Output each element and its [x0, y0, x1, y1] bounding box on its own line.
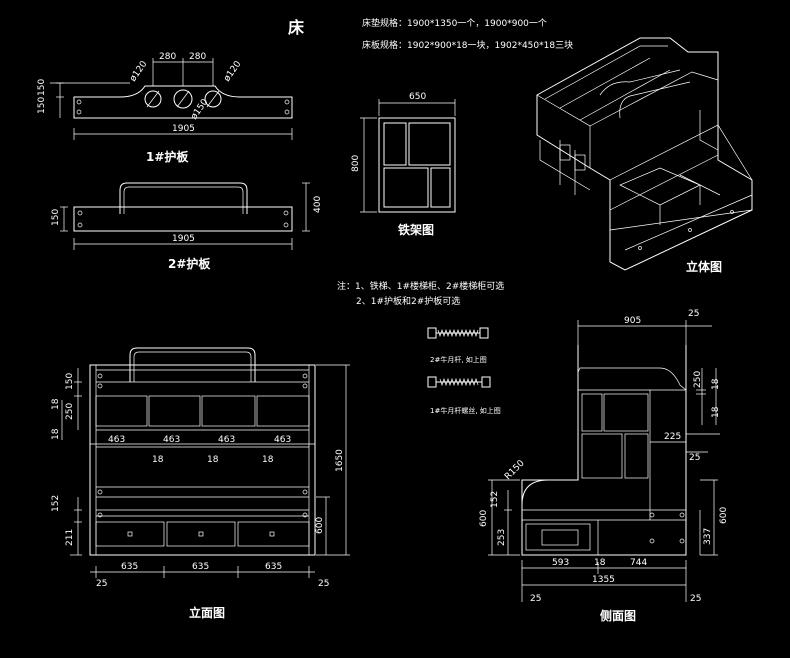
- side-dim-225: 225: [664, 432, 681, 442]
- side-width-593: 593: [552, 558, 569, 568]
- drawing-title: 床: [288, 18, 305, 37]
- front-width-1: 635: [121, 562, 138, 572]
- side-dim-600-right: 600: [719, 507, 729, 524]
- front-shelf-2: 463: [163, 435, 180, 445]
- mattress-spec: 床垫规格：1900*1350一个，1900*900一个: [362, 17, 547, 29]
- iso-caption: 立体图: [686, 259, 722, 274]
- guard-board-2: [60, 182, 310, 250]
- bolt-1-label: 1#牛月杆螺丝, 如上图: [430, 406, 501, 415]
- side-dim-18b: 18: [711, 406, 721, 418]
- front-gap-3: 18: [262, 455, 274, 465]
- guard1-spacing-2: 280: [189, 52, 206, 62]
- board-spec: 床板规格：1902*900*18一块，1902*450*18三块: [362, 39, 573, 51]
- side-width-1355: 1355: [592, 575, 615, 585]
- front-caption: 立面图: [189, 605, 225, 620]
- guard1-hole-3: ø120: [222, 59, 243, 84]
- side-dim-250: 250: [693, 371, 703, 388]
- bolt-2-label: 2#牛月杆, 如上图: [430, 355, 487, 364]
- front-gap-1: 18: [152, 455, 164, 465]
- front-dim-150: 150: [65, 373, 75, 390]
- side-radius: R150: [503, 458, 527, 482]
- front-width-2: 635: [192, 562, 209, 572]
- side-margin-right: 25: [690, 594, 701, 604]
- guard1-height-1: 150: [37, 97, 47, 114]
- isometric-bed: [536, 37, 753, 271]
- iron-caption: 铁架图: [398, 222, 434, 237]
- side-dim-337: 337: [703, 528, 713, 545]
- side-dim-18a: 18: [711, 378, 721, 390]
- side-dim-253: 253: [497, 529, 507, 546]
- front-margin-left: 25: [96, 579, 107, 589]
- side-dim-152: 152: [490, 491, 500, 508]
- front-dim-211: 211: [65, 529, 75, 546]
- front-shelf-1: 463: [108, 435, 125, 445]
- front-height: 1650: [335, 449, 345, 472]
- note-line-2: 2、1#护板和2#护板可选: [356, 295, 460, 307]
- front-dim-18a: 18: [51, 398, 61, 410]
- front-gap-2: 18: [207, 455, 219, 465]
- iron-height: 800: [351, 155, 361, 172]
- front-dim-600: 600: [315, 517, 325, 534]
- front-dim-250: 250: [65, 403, 75, 420]
- guard-board-1: [50, 58, 293, 140]
- guard1-spacing-1: 280: [159, 52, 176, 62]
- guard2-width: 1905: [172, 234, 195, 244]
- guard2-caption: 2#护板: [168, 256, 211, 271]
- front-shelf-3: 463: [218, 435, 235, 445]
- front-width-3: 635: [265, 562, 282, 572]
- side-elevation: [488, 320, 720, 602]
- side-top-width: 905: [624, 316, 641, 326]
- side-width-18: 18: [594, 558, 606, 568]
- side-dim-25b: 25: [689, 453, 700, 463]
- side-dim-600-left: 600: [479, 510, 489, 527]
- iron-frame: [360, 99, 456, 213]
- guard2-height-left: 150: [51, 209, 61, 226]
- side-width-744: 744: [630, 558, 647, 568]
- front-dim-18b: 18: [51, 428, 61, 440]
- front-elevation: [61, 347, 350, 578]
- guard1-height-2: 150: [37, 79, 47, 96]
- guard1-hole-1: ø120: [128, 59, 149, 84]
- front-margin-right: 25: [318, 579, 329, 589]
- side-caption: 侧面图: [600, 608, 636, 623]
- side-margin-left: 25: [530, 594, 541, 604]
- guard2-height-right: 400: [313, 196, 323, 213]
- bolt-1: [427, 376, 491, 388]
- front-shelf-4: 463: [274, 435, 291, 445]
- note-line-1: 注：1、铁梯、1#楼梯柜、2#楼梯柜可选: [337, 280, 504, 292]
- side-top-margin: 25: [688, 309, 699, 319]
- iron-width: 650: [409, 92, 426, 102]
- front-dim-152: 152: [51, 495, 61, 512]
- guard1-width: 1905: [172, 124, 195, 134]
- guard1-caption: 1#护板: [146, 149, 189, 164]
- bolt-2: [427, 327, 489, 339]
